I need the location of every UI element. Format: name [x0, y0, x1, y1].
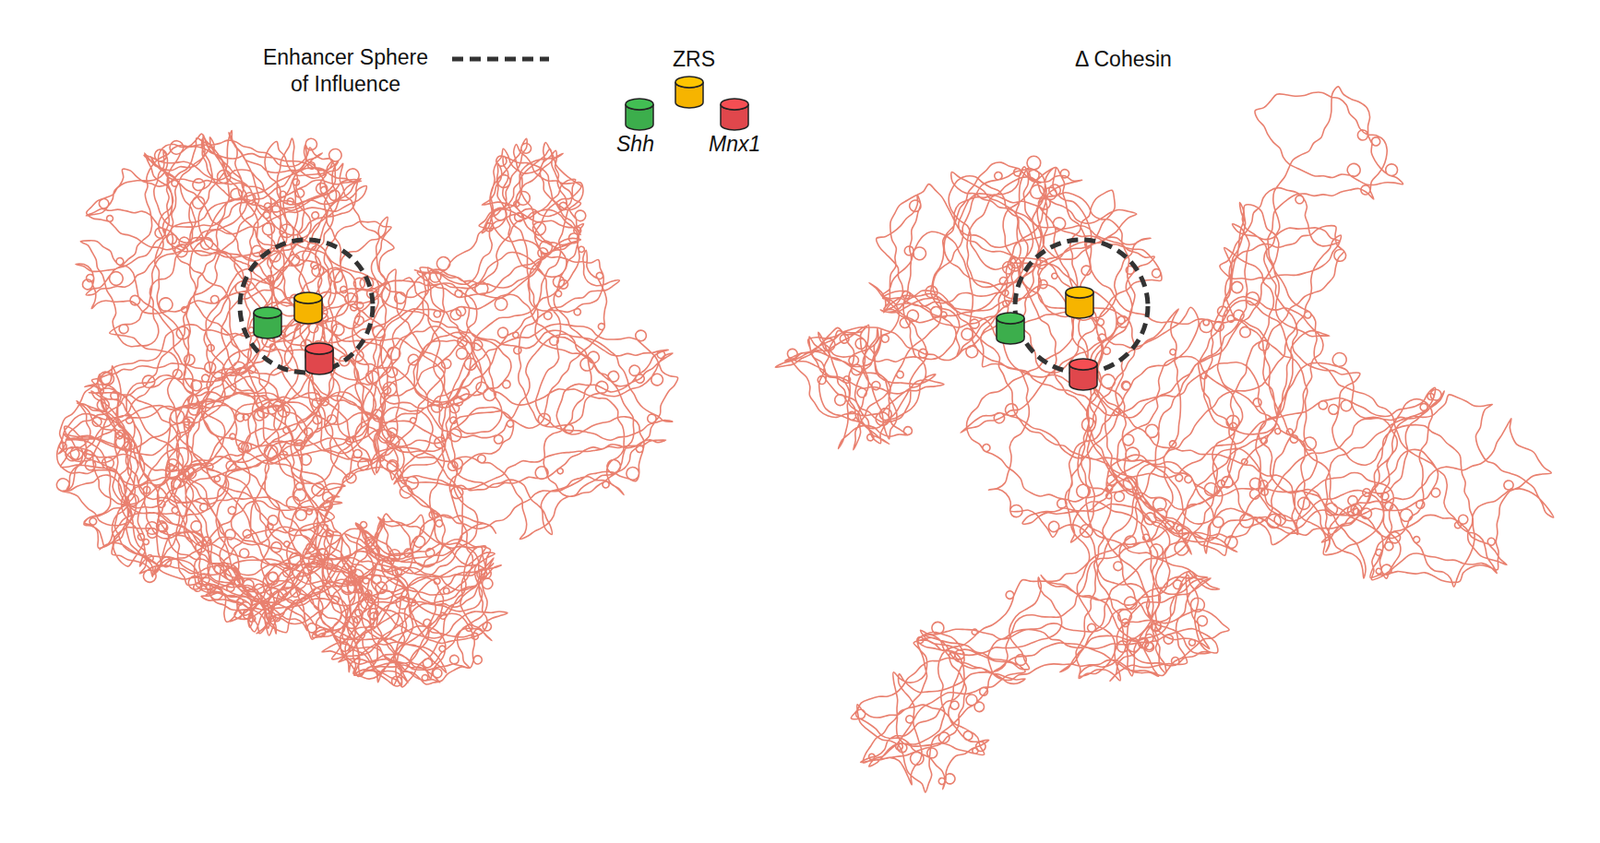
gene-cylinder — [675, 76, 704, 108]
cylinder-top — [720, 98, 749, 110]
gene-cylinder — [996, 312, 1025, 345]
legend-label: Enhancer Sphere of Influence — [260, 44, 431, 98]
cylinder-top — [305, 343, 334, 355]
sphere-of-influence — [1014, 239, 1148, 373]
cylinder-top — [1065, 286, 1094, 299]
cylinder-top — [1069, 358, 1098, 371]
gene-cylinder — [720, 98, 749, 131]
legend-label: Mnx1 — [708, 131, 761, 158]
gene-cylinder — [294, 292, 323, 324]
gene-cylinder — [253, 307, 282, 339]
chromatin-polymer — [775, 86, 1553, 793]
gene-cylinder — [1065, 286, 1094, 319]
panel-label: Δ Cohesin — [1074, 46, 1172, 73]
gene-cylinder — [305, 343, 334, 375]
cylinder-top — [625, 98, 654, 110]
legend-label: Shh — [616, 131, 655, 158]
cylinder-top — [675, 76, 704, 88]
legend-dash-sample — [452, 57, 550, 62]
gene-cylinder — [625, 98, 654, 131]
gene-cylinder — [1069, 358, 1098, 391]
cylinder-top — [294, 292, 323, 304]
cylinder-top — [996, 312, 1025, 324]
legend-label: ZRS — [672, 46, 716, 73]
chromatin-polymer — [56, 131, 678, 688]
cylinder-top — [253, 307, 282, 319]
